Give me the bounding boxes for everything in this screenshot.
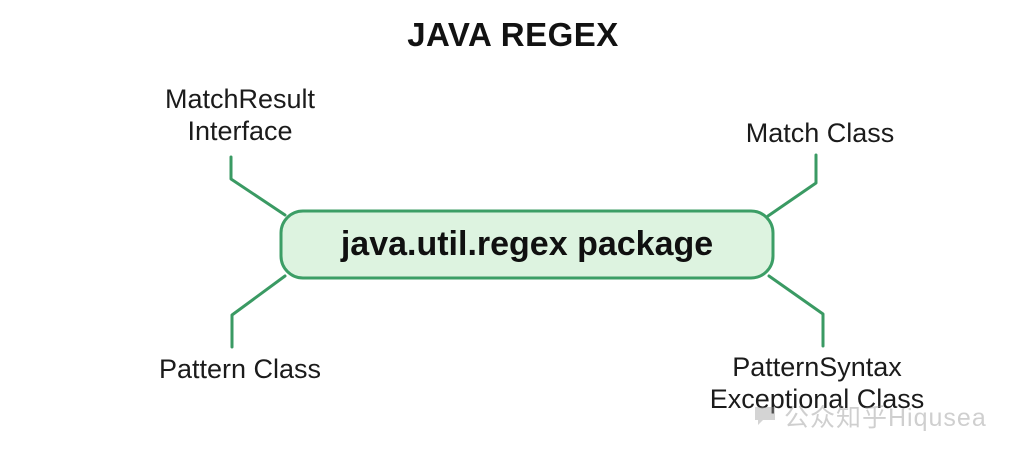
connector-patternsyntax-exceptional-class bbox=[767, 274, 825, 348]
connector-pattern-class bbox=[230, 274, 287, 349]
node-label-matchresult-interface: MatchResult Interface bbox=[164, 84, 316, 146]
page-title: JAVA REGEX bbox=[407, 16, 619, 53]
node-label-match-class: Match Class bbox=[745, 118, 895, 148]
center-node-box bbox=[279, 209, 775, 280]
node-label-patternsyntax-exceptional-class: PatternSyntax Exceptional Class bbox=[709, 352, 925, 414]
node-label-pattern-class: Pattern Class bbox=[158, 354, 322, 384]
connector-matchresult-interface bbox=[229, 155, 287, 217]
connector-match-class bbox=[766, 153, 818, 218]
